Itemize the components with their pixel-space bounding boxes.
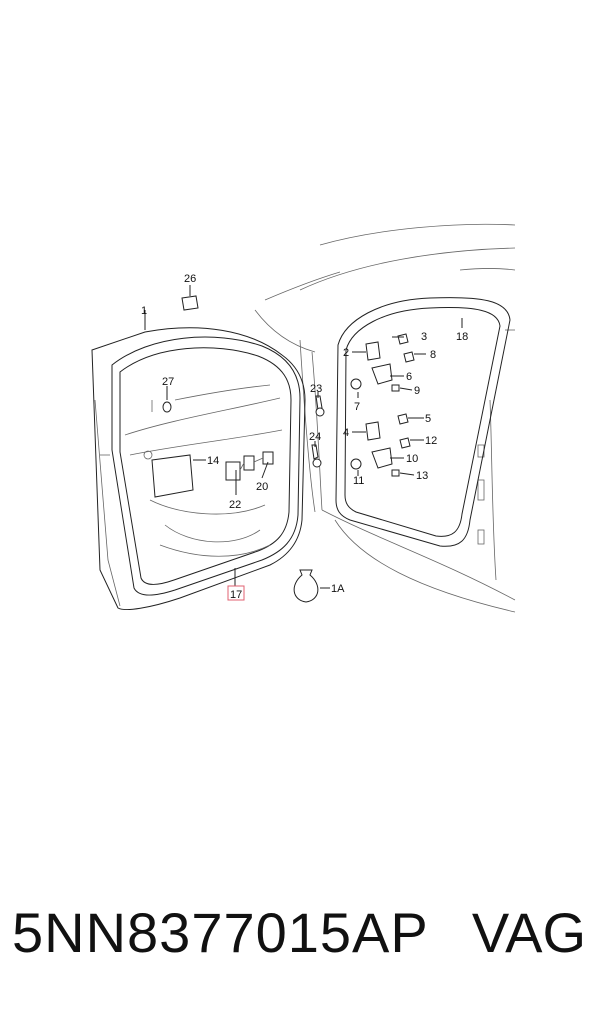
callout-20: 20 [256,481,268,493]
parts-diagram: 26 1 27 14 22 20 23 24 17 1A 18 2 3 8 6 … [91,223,516,613]
callout-4: 4 [343,427,349,439]
callout-7: 7 [354,401,360,413]
callout-9: 9 [414,385,420,397]
part-26 [181,295,199,311]
door-opening-seal [335,297,511,547]
callout-5: 5 [425,413,431,425]
callout-27: 27 [162,376,174,388]
callout-26: 26 [184,273,196,285]
callout-2: 2 [343,347,349,359]
callout-1a: 1A [331,583,345,595]
bolt-24 [311,444,322,468]
part-14 [151,454,194,498]
callout-12: 12 [425,435,437,447]
footer: 5NN8377015AP VAG [0,900,600,980]
callout-1: 1 [141,305,147,317]
callout-labels: 26 1 27 14 22 20 23 24 17 1A 18 2 3 8 6 … [141,273,468,601]
callout-24: 24 [309,431,321,443]
bolt-23 [315,395,325,417]
callout-22: 22 [229,499,241,511]
part-27 [162,401,172,413]
part-22 [225,461,241,481]
part-number: 5NN8377015AP [12,901,429,964]
callout-14: 14 [207,455,219,467]
callout-6: 6 [406,371,412,383]
part-1a-bag [293,569,319,603]
door-shell [91,327,306,611]
car-body [254,223,516,613]
lower-hinge [350,413,411,477]
callout-10: 10 [406,453,418,465]
leader-lines [144,285,463,589]
callout-13: 13 [416,470,428,482]
callout-18: 18 [456,331,468,343]
brand-label: VAG [471,901,586,964]
callout-23: 23 [310,383,322,395]
part-17-highlight [227,585,245,601]
callout-8: 8 [430,349,436,361]
callout-11: 11 [353,475,364,487]
upper-hinge [350,333,415,392]
callout-3: 3 [421,331,427,343]
callout-17: 17 [230,589,242,601]
